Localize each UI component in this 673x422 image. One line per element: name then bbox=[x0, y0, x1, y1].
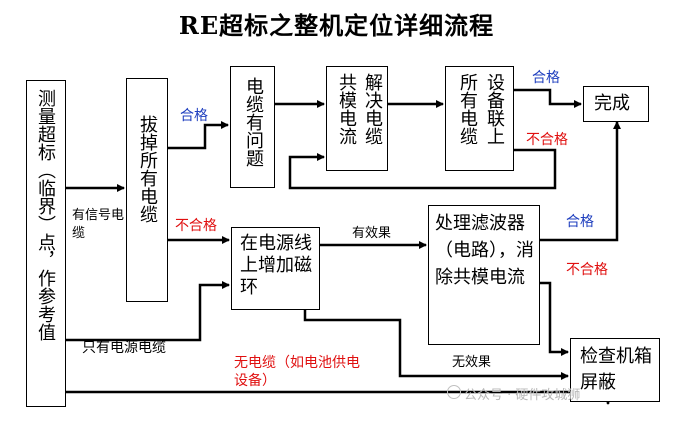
box-ferrite: 在电源线上增加磁环 bbox=[231, 227, 320, 310]
label-fail-remove: 不合格 bbox=[175, 218, 217, 234]
box-all-devices-text: 所有电缆 bbox=[457, 73, 478, 145]
box-common-mode-text: 共模电流 bbox=[336, 73, 357, 145]
label-has-signal: 有信号电缆 bbox=[72, 208, 125, 241]
arrow-filter-to-done bbox=[540, 121, 621, 242]
box-shield: 检查机箱屏蔽 bbox=[570, 338, 660, 402]
box-measure-text: 测量超标（临界）点，作参考值 bbox=[35, 89, 56, 341]
label-pass-devices: 合格 bbox=[532, 70, 560, 86]
arrow-devices-to-done bbox=[514, 88, 582, 108]
box-done-text: 完成 bbox=[594, 93, 630, 114]
watermark: 公众号 · 硬件攻城狮 bbox=[464, 388, 581, 403]
box-remove-cables: 拔掉所有电缆 bbox=[126, 78, 168, 302]
arrow-fail-loop bbox=[288, 148, 557, 190]
page-title: RE超标之整机定位详细流程 bbox=[178, 11, 495, 40]
label-pass-filter: 合格 bbox=[566, 214, 594, 230]
box-filter-text: 处理滤波器（电路），消除共模电流 bbox=[435, 213, 534, 288]
box-all-devices: 设备联上 所有电缆 bbox=[445, 66, 514, 171]
label-pass-remove: 合格 bbox=[180, 108, 208, 124]
watermark-logo-icon bbox=[447, 385, 461, 399]
label-no-cable: 无电缆（如电池供电设备） bbox=[234, 355, 360, 389]
box-ferrite-text: 在电源线上增加磁环 bbox=[240, 233, 312, 298]
arrow-no-effect bbox=[303, 310, 569, 380]
box-remove-cables-text: 拔掉所有电缆 bbox=[137, 115, 158, 223]
box-common-mode: 解决电缆 共模电流 bbox=[326, 66, 388, 171]
box-done: 完成 bbox=[583, 86, 649, 122]
arrow-filter-to-shield bbox=[540, 281, 569, 356]
label-power-only: 只有电源电缆 bbox=[82, 340, 166, 356]
box-cable-issue-text: 电缆有问题 bbox=[243, 77, 264, 167]
box-devices-connected-text: 设备联上 bbox=[484, 73, 505, 145]
label-fail-filter: 不合格 bbox=[566, 262, 608, 278]
label-fail-devices: 不合格 bbox=[526, 132, 568, 148]
label-no-effect: 无效果 bbox=[452, 355, 492, 370]
label-effective: 有效果 bbox=[352, 226, 392, 241]
box-measure: 测量超标（临界）点，作参考值 bbox=[26, 80, 66, 407]
arrow-power-only bbox=[66, 281, 230, 342]
box-solve-cable-text: 解决电缆 bbox=[362, 73, 383, 145]
arrow-remove-to-cable-issue bbox=[168, 121, 229, 150]
box-cable-issue: 电缆有问题 bbox=[230, 66, 275, 188]
box-shield-text: 检查机箱屏蔽 bbox=[580, 346, 652, 393]
box-filter: 处理滤波器（电路），消除共模电流 bbox=[428, 205, 540, 345]
